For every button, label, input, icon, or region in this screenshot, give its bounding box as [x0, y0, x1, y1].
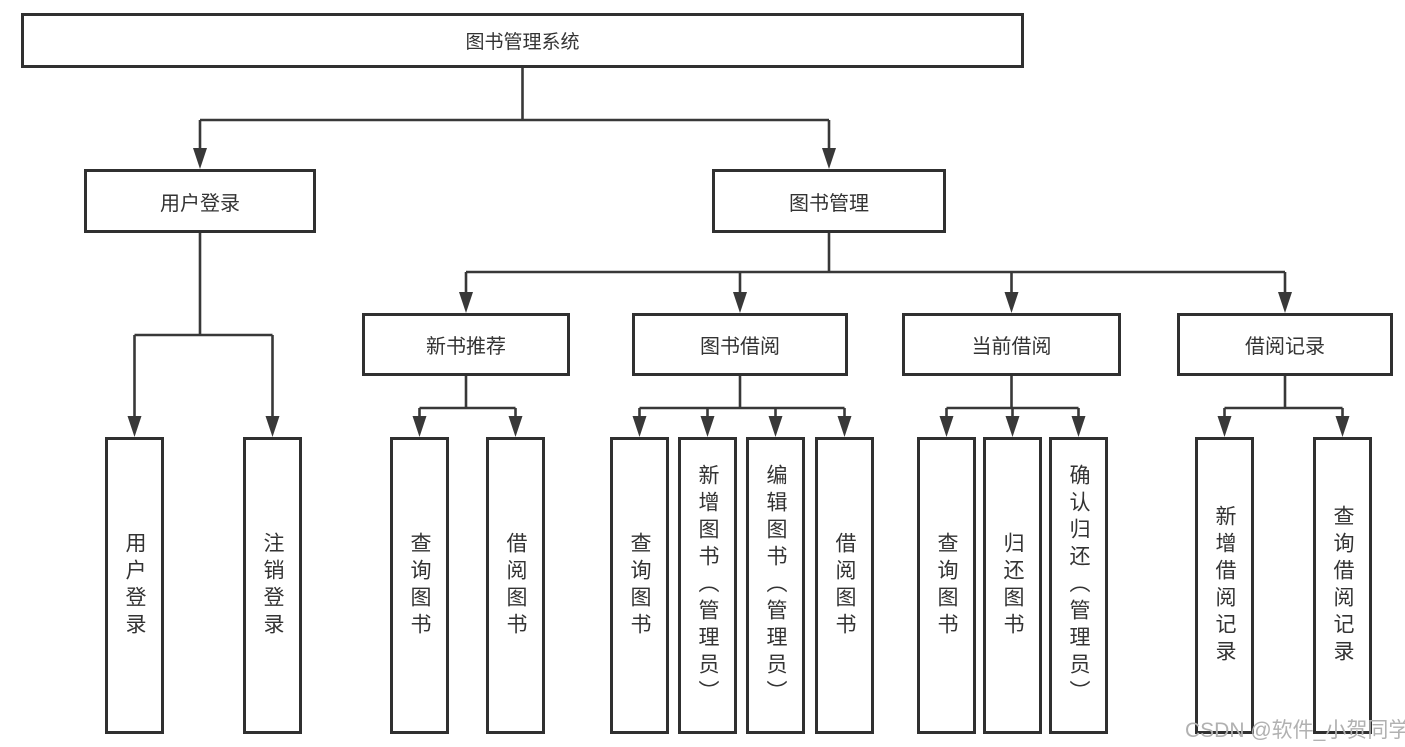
- leaf-user-login: 用户登录: [105, 437, 164, 734]
- leaf-current-confirm-return-admin: 确认归还（管理员）: [1049, 437, 1108, 734]
- node-borrow-records: 借阅记录: [1177, 313, 1393, 376]
- leaf-recommend-search-book: 查询图书: [390, 437, 449, 734]
- node-label: 借阅图书: [504, 531, 527, 640]
- node-new-book-recommend: 新书推荐: [362, 313, 570, 376]
- leaf-borrowing-search-book: 查询图书: [610, 437, 669, 734]
- node-user-login: 用户登录: [84, 169, 316, 233]
- node-label: 借阅记录: [1245, 336, 1325, 358]
- leaf-borrowing-add-book-admin: 新增图书（管理员）: [678, 437, 737, 734]
- node-label: 注销登录: [261, 531, 284, 640]
- node-root-system: 图书管理系统: [21, 13, 1024, 68]
- node-label: 图书管理: [789, 192, 869, 215]
- node-label: 新增借阅记录: [1213, 504, 1236, 667]
- leaf-borrowing-borrow-book: 借阅图书: [815, 437, 874, 734]
- leaf-logout: 注销登录: [243, 437, 302, 734]
- node-label: 查询图书: [935, 531, 958, 640]
- node-label: 归还图书: [1001, 531, 1024, 640]
- node-label: 图书借阅: [700, 336, 780, 358]
- leaf-current-search-book: 查询图书: [917, 437, 976, 734]
- node-label: 借阅图书: [833, 531, 856, 640]
- csdn-watermark: CSDN @软件_小贺同学: [1185, 719, 1405, 742]
- node-book-borrowing: 图书借阅: [632, 313, 848, 376]
- node-label: 用户登录: [123, 531, 146, 640]
- leaf-recommend-borrow-book: 借阅图书: [486, 437, 545, 734]
- leaf-current-return-book: 归还图书: [983, 437, 1042, 734]
- leaf-records-add-record: 新增借阅记录: [1195, 437, 1254, 734]
- node-label: 编辑图书（管理员）: [764, 464, 787, 707]
- node-label: 查询图书: [408, 531, 431, 640]
- node-label: 查询图书: [628, 531, 651, 640]
- node-label: 图书管理系统: [465, 32, 580, 53]
- node-label: 新书推荐: [426, 336, 506, 358]
- node-current-borrowing: 当前借阅: [902, 313, 1121, 376]
- node-label: 用户登录: [160, 192, 240, 215]
- node-book-management: 图书管理: [712, 169, 946, 233]
- node-label: 当前借阅: [971, 336, 1052, 358]
- node-label: 新增图书（管理员）: [696, 464, 719, 707]
- node-label: 查询借阅记录: [1331, 504, 1354, 667]
- leaf-records-search-record: 查询借阅记录: [1313, 437, 1372, 734]
- leaf-borrowing-edit-book-admin: 编辑图书（管理员）: [746, 437, 805, 734]
- node-label: 确认归还（管理员）: [1067, 464, 1090, 707]
